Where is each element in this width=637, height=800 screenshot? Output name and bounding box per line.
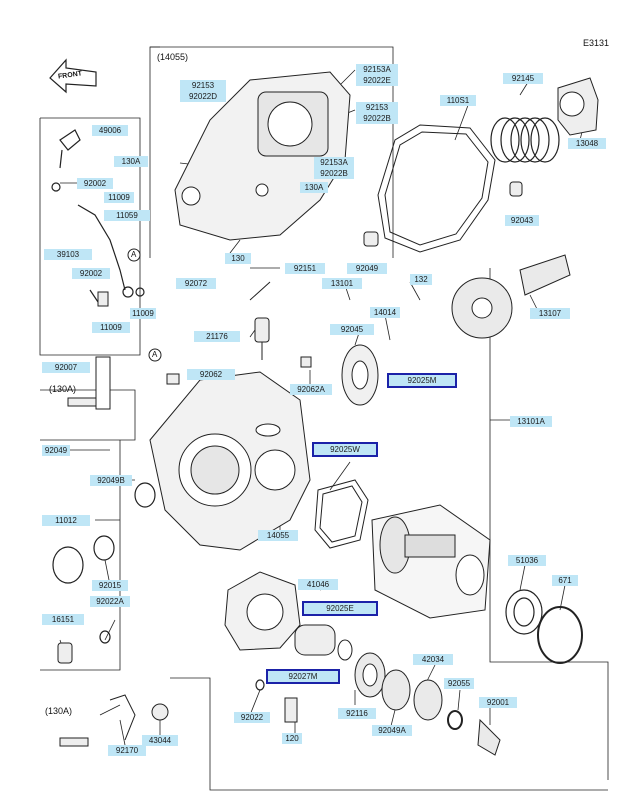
part-label[interactable]: 11059 [104,210,150,221]
part-label[interactable]: 92116 [338,708,376,719]
part-label[interactable]: 39103 [44,249,92,260]
part-label[interactable]: 92151 [285,263,325,274]
sleeve-drawing [294,624,353,661]
gasket-drawing [377,124,496,253]
part-label[interactable]: 41046 [298,579,338,590]
pinion-inset-drawing [371,504,491,619]
part-label[interactable]: 92043 [505,215,539,226]
bolts-drawing [57,291,312,747]
part-label-highlighted[interactable]: 92025E [302,601,378,616]
part-label[interactable]: 110S1 [440,95,476,106]
part-label[interactable]: 16151 [42,614,84,625]
part-label[interactable]: 130A [300,182,328,193]
part-label[interactable]: 132 [410,274,432,285]
part-label[interactable]: 14014 [370,307,400,318]
part-label[interactable]: 13101A [510,416,552,427]
part-label[interactable]: 92055 [444,678,474,689]
part-label[interactable]: 11009 [92,322,130,333]
part-label-highlighted[interactable]: 92025W [312,442,378,457]
part-label[interactable]: 92022B [356,113,398,124]
part-label[interactable]: 92072 [176,278,216,289]
part-label[interactable]: 21176 [194,331,240,342]
part-label[interactable]: 92153A [314,157,354,168]
part-label[interactable]: 92170 [108,745,146,756]
part-label[interactable]: 92062 [187,369,235,380]
part-label[interactable]: 92049B [90,475,132,486]
part-label[interactable]: 92049A [372,725,412,736]
part-label[interactable]: 92001 [479,697,517,708]
part-label[interactable]: 92015 [92,580,128,591]
part-label-highlighted[interactable]: 92025M [387,373,457,388]
callout-marker-icons [127,248,162,362]
bearing-drawing [341,344,379,406]
part-label[interactable]: 42034 [413,654,453,665]
housing-13048-drawing [557,77,599,136]
part-label[interactable]: 130A [114,156,148,167]
part-label[interactable]: 92022E [356,75,398,86]
front-arrow-icon [49,58,97,94]
seal-rings-drawing [52,482,583,730]
part-label[interactable]: 92022A [90,596,130,607]
part-label[interactable]: 92062A [290,384,332,395]
case-gasket-drawing [314,479,369,549]
bushing-drawing [363,181,523,247]
part-label[interactable]: 43044 [142,735,178,746]
part-label[interactable]: 671 [552,575,578,586]
part-label[interactable]: 51036 [508,555,546,566]
case-cover-drawing [174,71,351,241]
part-label[interactable]: 92153 [356,102,398,113]
part-label[interactable]: 13107 [530,308,570,319]
sensor-drawing [249,281,271,360]
part-label[interactable]: 92049 [42,445,70,456]
part-label[interactable]: 92045 [330,324,374,335]
part-label[interactable]: 13048 [568,138,606,149]
group-label-130a-lower: (130A) [45,706,73,716]
part-label[interactable]: 130 [225,253,251,264]
part-label[interactable]: 92002 [72,268,110,279]
part-label[interactable]: 92153A [356,64,398,75]
part-label-highlighted[interactable]: 92027M [266,669,340,684]
lower-housing-drawing [224,571,301,651]
part-label[interactable]: 49006 [92,125,128,136]
part-label[interactable]: 11009 [104,192,134,203]
part-label[interactable]: 120 [282,733,302,744]
callout-marker-a-upper: A [131,250,137,259]
part-label[interactable]: 92022B [314,168,354,179]
gear-drawing [451,254,571,339]
part-label[interactable]: 14055 [258,530,298,541]
callout-marker-a-lower: A [152,350,158,359]
gear-case-drawing [149,371,311,551]
part-label[interactable]: 11009 [130,308,156,319]
part-label[interactable]: 92002 [77,178,113,189]
spring-drawing [490,117,560,163]
part-label[interactable]: 13101 [322,278,362,289]
ring-gear-drawing [354,652,501,756]
part-label[interactable]: 92049 [347,263,387,274]
part-label[interactable]: 92022 [234,712,270,723]
part-label[interactable]: 92022D [180,91,226,102]
group-label-14055: (14055) [157,52,189,62]
diagram-code: E3131 [582,38,609,48]
part-label[interactable]: 92153 [180,80,226,91]
part-label[interactable]: 11012 [42,515,90,526]
part-label[interactable]: 92007 [42,362,90,373]
part-label[interactable]: 92145 [503,73,543,84]
group-label-130a-upper: (130A) [49,384,77,394]
